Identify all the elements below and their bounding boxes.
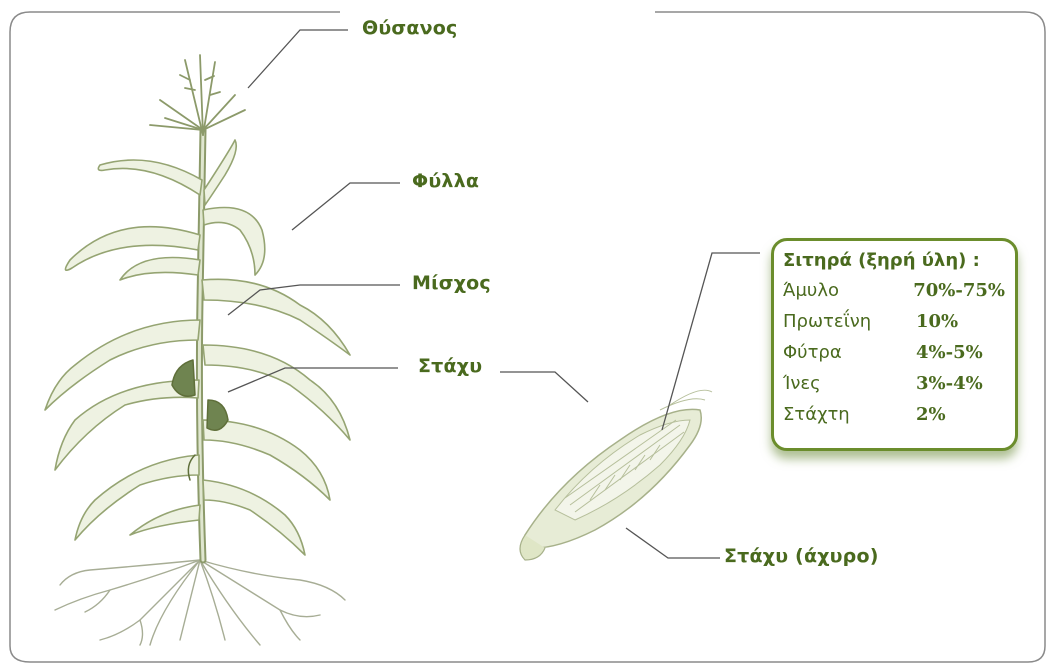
label-stem: Μίσχος	[412, 272, 491, 294]
composition-row-name: Πρωτεΐνη	[783, 311, 916, 332]
corn-plant-illustration	[45, 55, 350, 645]
leader-composition	[662, 253, 760, 430]
leader-ear-husked	[626, 528, 720, 558]
composition-row-value: 3%-4%	[916, 373, 983, 394]
leader-leaves	[292, 183, 400, 230]
composition-row: Ίνες 3%-4%	[783, 368, 1005, 399]
leader-tassel	[248, 30, 348, 88]
composition-row-name: Ίνες	[783, 373, 916, 394]
label-leaves: Φύλλα	[412, 170, 479, 192]
composition-row-value: 4%-5%	[916, 342, 983, 363]
leader-ear-cob	[500, 372, 588, 402]
composition-row: Άμυλο 70%-75%	[783, 275, 1005, 306]
tassel	[150, 55, 245, 135]
composition-row-value: 2%	[916, 404, 946, 425]
composition-row-value: 70%-75%	[913, 280, 1005, 301]
composition-row: Φύτρα 4%-5%	[783, 337, 1005, 368]
composition-row: Πρωτεΐνη 10%	[783, 306, 1005, 337]
composition-box: Σιτηρά (ξηρή ύλη) : Άμυλο 70%-75% Πρωτεΐ…	[771, 238, 1018, 451]
composition-row-value: 10%	[916, 311, 958, 332]
corn-cob-illustration	[520, 390, 712, 560]
composition-title: Σιτηρά (ξηρή ύλη) :	[783, 250, 1005, 271]
label-tassel: Θύσανος	[362, 17, 458, 39]
composition-row-name: Στάχτη	[783, 404, 916, 425]
composition-row-name: Φύτρα	[783, 342, 916, 363]
label-ear-husked: Στάχυ (άχυρο)	[724, 545, 879, 567]
label-ear: Στάχυ	[418, 355, 482, 377]
roots	[55, 560, 345, 645]
composition-row-name: Άμυλο	[783, 280, 913, 301]
composition-row: Στάχτη 2%	[783, 399, 1005, 430]
